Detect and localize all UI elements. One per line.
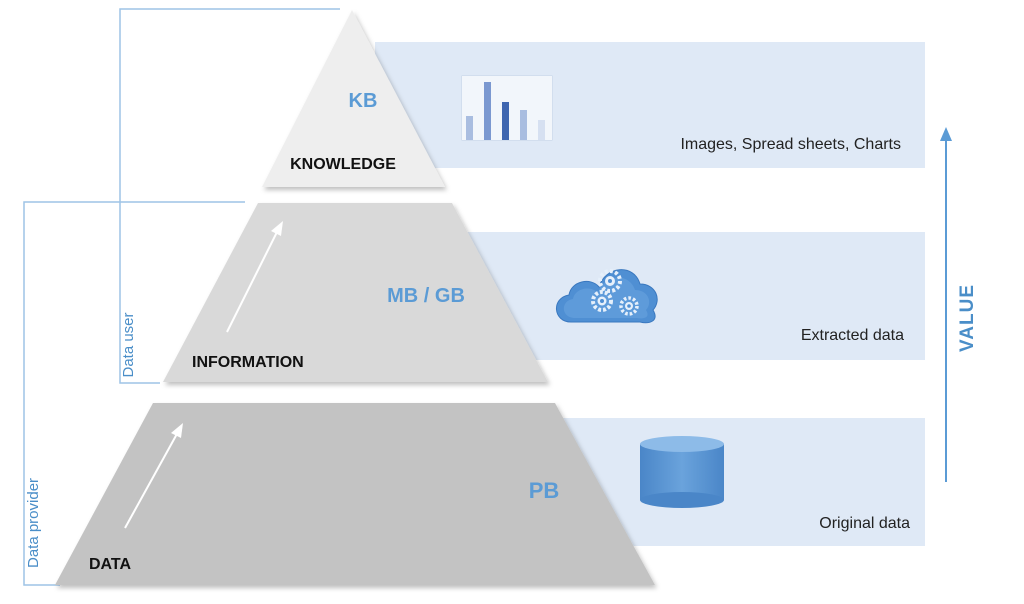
value-axis-label: VALUE (957, 284, 978, 352)
data-size-label: PB (529, 478, 560, 503)
tier-information (163, 203, 548, 382)
knowledge-tier-label: KNOWLEDGE (290, 156, 396, 173)
information-band (460, 232, 925, 360)
data-user-label: Data user (120, 312, 137, 377)
data-tier-label: DATA (89, 556, 132, 573)
value-arrow (940, 127, 952, 482)
information-tier-label: INFORMATION (192, 354, 304, 371)
knowledge-description: Images, Spread sheets, Charts (680, 136, 901, 153)
cloud-gears-icon (556, 269, 658, 324)
information-size-label: MB / GB (387, 285, 465, 307)
information-description: Extracted data (801, 327, 904, 344)
knowledge-size-label: KB (349, 90, 378, 112)
information-growth-arrow (226, 221, 283, 333)
data-provider-bracket (23, 201, 245, 586)
bar-chart-icon (461, 75, 553, 141)
tier-data (55, 403, 655, 585)
database-cylinder-icon (640, 436, 724, 508)
data-provider-label: Data provider (25, 478, 42, 568)
tier-knowledge (262, 10, 445, 187)
data-growth-arrow (124, 423, 183, 529)
data-user-bracket (119, 8, 340, 384)
data-description: Original data (819, 515, 910, 532)
